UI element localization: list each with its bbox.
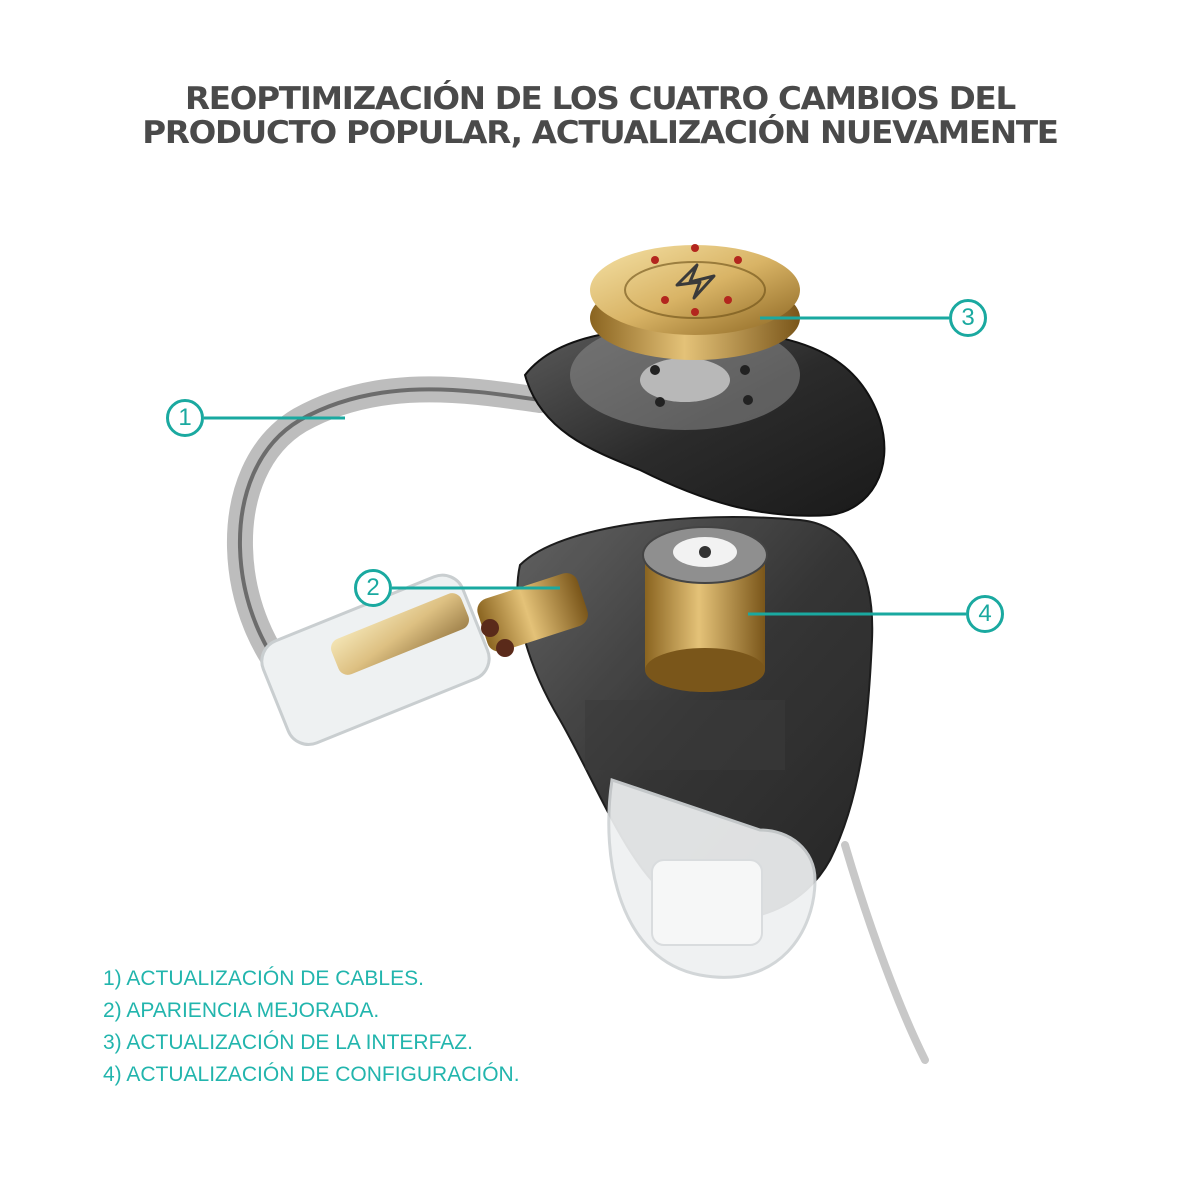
gold-faceplate bbox=[590, 244, 800, 360]
headline: REOPTIMIZACIÓN DE LOS CUATRO CAMBIOS DEL… bbox=[0, 82, 1200, 150]
brand-logo-icon bbox=[675, 263, 716, 300]
ear-tip bbox=[607, 778, 817, 979]
callout-2: 2 bbox=[354, 569, 392, 607]
callout-number: 2 bbox=[366, 574, 380, 601]
callout-3: 3 bbox=[949, 299, 987, 337]
callout-4: 4 bbox=[966, 595, 1004, 633]
callout-number: 4 bbox=[978, 600, 992, 627]
callout-1: 1 bbox=[166, 399, 204, 437]
feature-list: 1) ACTUALIZACIÓN DE CABLES. 2) APARIENCI… bbox=[103, 963, 520, 1091]
headline-line-2: PRODUCTO POPULAR, ACTUALIZACIÓN NUEVAMEN… bbox=[142, 115, 1059, 151]
bottom-shell bbox=[516, 516, 874, 920]
feature-item: 3) ACTUALIZACIÓN DE LA INTERFAZ. bbox=[103, 1031, 473, 1054]
driver-unit bbox=[642, 526, 768, 692]
headline-line-1: REOPTIMIZACIÓN DE LOS CUATRO CAMBIOS DEL bbox=[185, 81, 1016, 117]
callout-number: 1 bbox=[178, 404, 192, 431]
callout-number: 3 bbox=[961, 304, 975, 331]
cable-connector bbox=[260, 573, 491, 746]
feature-item: 1) ACTUALIZACIÓN DE CABLES. bbox=[103, 967, 424, 990]
cable bbox=[226, 376, 929, 1064]
feature-item: 4) ACTUALIZACIÓN DE CONFIGURACIÓN. bbox=[103, 1063, 520, 1086]
2pin-socket bbox=[477, 573, 588, 657]
feature-item: 2) APARIENCIA MEJORADA. bbox=[103, 999, 380, 1022]
